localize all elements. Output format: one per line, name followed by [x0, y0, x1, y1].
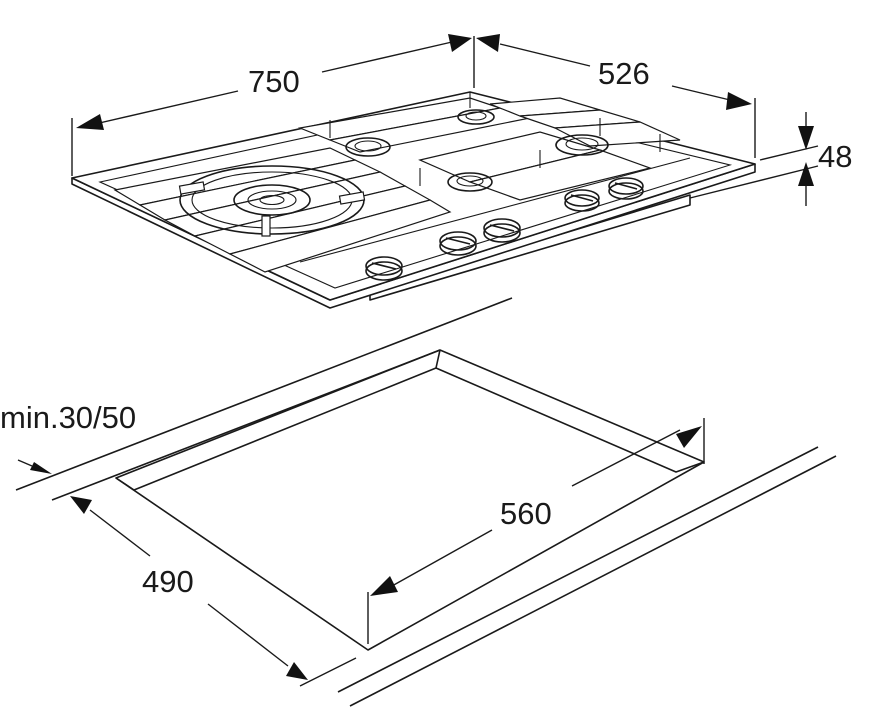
- dimension-hob-depth: 526: [476, 34, 756, 158]
- control-knobs: [365, 177, 644, 281]
- knob-4-icon: [564, 189, 600, 212]
- burner-rear-middle: [457, 109, 495, 125]
- knob-5-icon: [608, 177, 644, 200]
- label-hob-depth: 526: [598, 56, 650, 91]
- knob-2-icon: [439, 231, 477, 256]
- wok-burner: [178, 165, 366, 237]
- knob-1-icon: [365, 256, 403, 281]
- dimension-hob-width: 750: [71, 34, 475, 176]
- dimension-clearance: min.30/50: [0, 400, 136, 474]
- label-clearance: min.30/50: [0, 400, 136, 435]
- label-cutout-depth: 490: [142, 564, 194, 599]
- dimension-hob-height: 48: [689, 112, 852, 206]
- hob-drawing: [71, 91, 756, 309]
- knob-3-icon: [483, 218, 521, 243]
- burner-front-middle: [447, 172, 493, 192]
- burner-right: [555, 134, 609, 156]
- control-strip-line: [299, 157, 691, 263]
- pan-support-grates: [113, 92, 681, 273]
- dimension-cutout-depth: 490: [70, 496, 357, 687]
- dimension-cutout-width: 560: [367, 418, 705, 644]
- cutout-outline: [115, 349, 705, 651]
- burner-rear-left: [345, 137, 391, 157]
- worktop-drawing: [15, 297, 837, 707]
- label-hob-height: 48: [818, 139, 852, 174]
- label-cutout-width: 560: [500, 496, 552, 531]
- label-hob-width: 750: [248, 64, 300, 99]
